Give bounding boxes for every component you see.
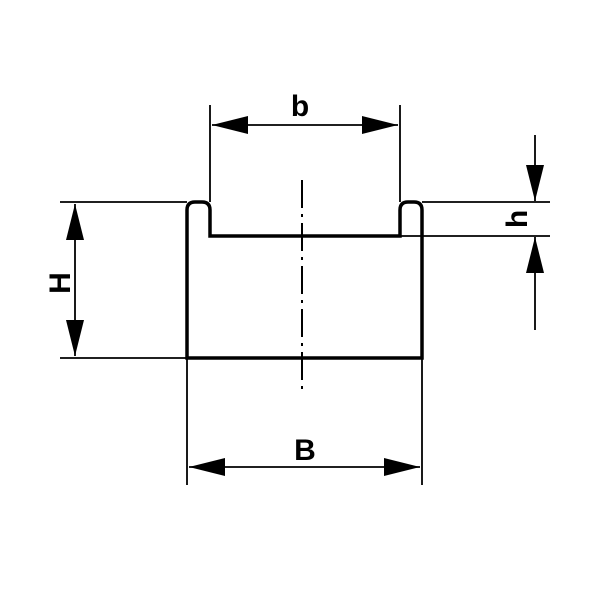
label-H: H: [44, 272, 77, 294]
dimension-b: [209, 105, 401, 202]
label-B: B: [294, 434, 316, 467]
label-b: b: [291, 90, 309, 123]
label-h: h: [501, 210, 534, 228]
u-profile-outline: [185, 200, 424, 360]
dimension-B: [186, 358, 423, 485]
dimension-H: [60, 201, 187, 359]
dimension-h: [400, 135, 550, 330]
